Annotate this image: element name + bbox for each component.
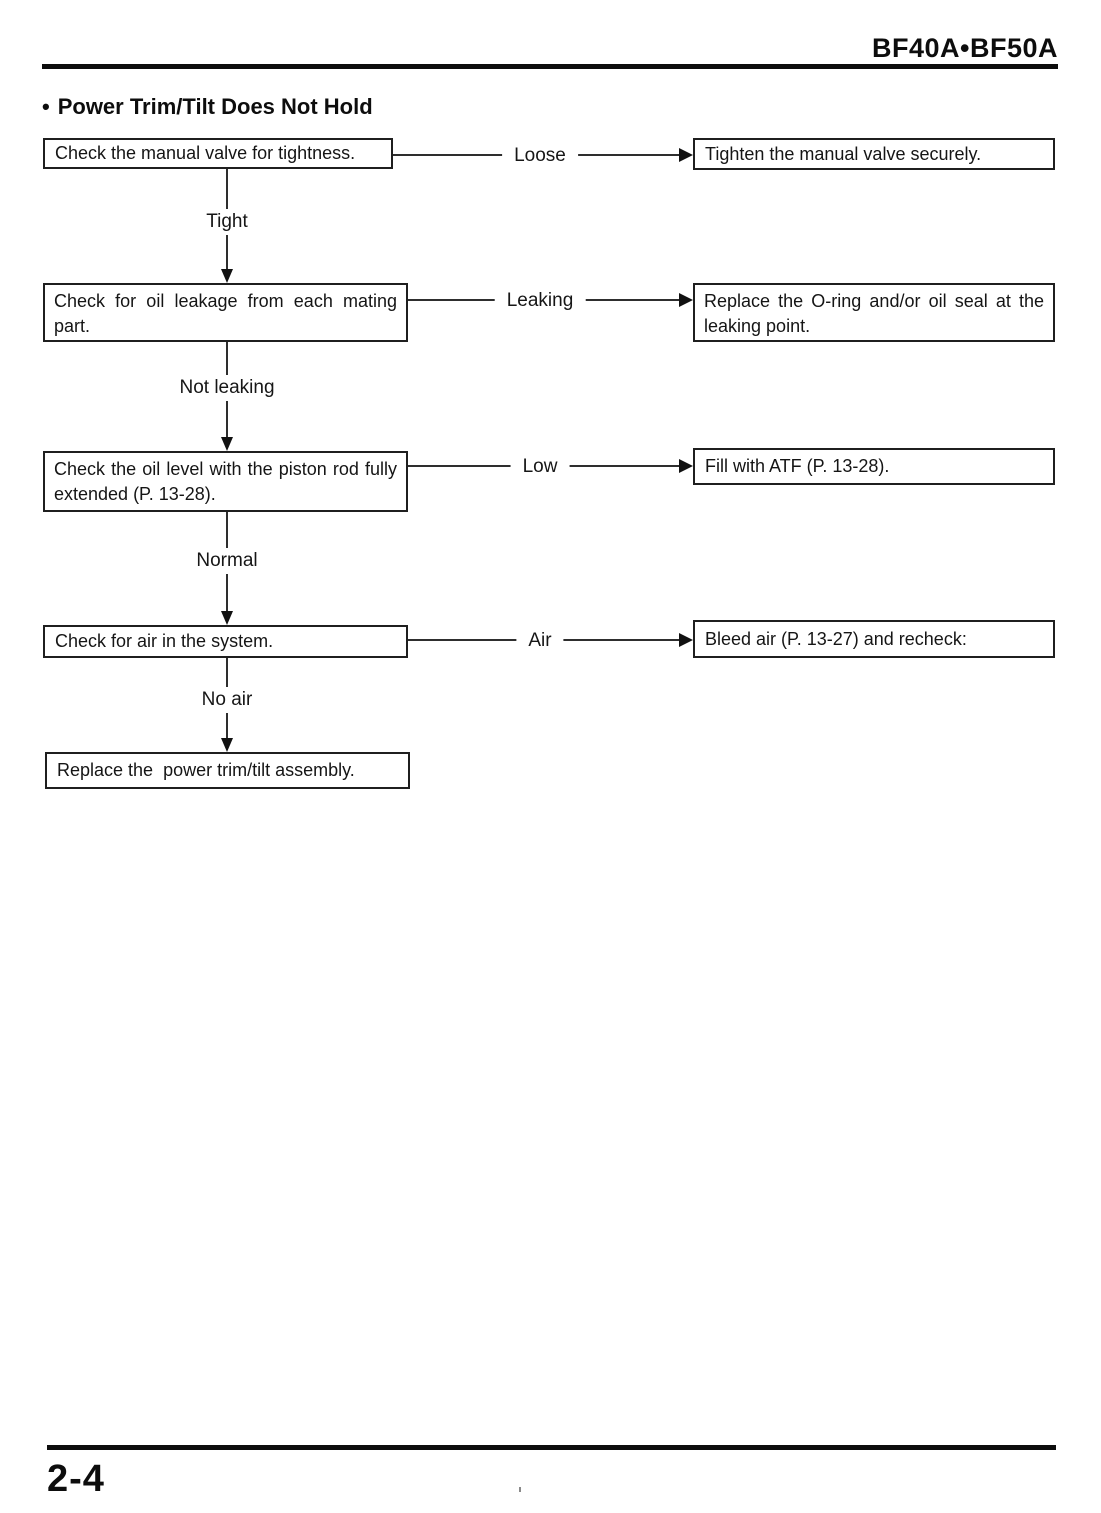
bullet-icon: • xyxy=(42,94,50,119)
pass-label-3: Normal xyxy=(186,548,268,574)
page-header-model: BF40A•BF50A xyxy=(872,33,1058,63)
arrow-right-icon-row1 xyxy=(679,148,693,162)
section-title: • Power Trim/Tilt Does Not Hold xyxy=(42,94,373,120)
pass-label-1: Tight xyxy=(196,209,258,235)
action-box-3: Fill with ATF (P. 13-28). xyxy=(693,448,1055,485)
action-box-2: Replace the O-ring and/or oil seal at th… xyxy=(693,283,1055,342)
condition-label-3: Low xyxy=(510,454,570,480)
arrow-down-icon-2 xyxy=(221,437,233,451)
condition-label-4: Air xyxy=(516,628,564,654)
arrow-down-icon-3 xyxy=(221,611,233,625)
action-box-1: Tighten the manual valve securely. xyxy=(693,138,1055,170)
arrow-down-icon-1 xyxy=(221,269,233,283)
check-box-4: Check for air in the system. xyxy=(43,625,408,658)
arrow-right-icon-row3 xyxy=(679,459,693,473)
arrow-right-icon-row4 xyxy=(679,633,693,647)
check-box-2: Check for oil leakage from each mating p… xyxy=(43,283,408,342)
scan-speck xyxy=(519,1487,521,1492)
arrow-down-icon-4 xyxy=(221,738,233,752)
pass-label-2: Not leaking xyxy=(169,375,285,401)
footer-rule xyxy=(47,1445,1056,1450)
page-number: 2-4 xyxy=(47,1458,105,1500)
action-box-4: Bleed air (P. 13-27) and recheck: xyxy=(693,620,1055,658)
pass-label-4: No air xyxy=(191,687,263,713)
section-title-text: Power Trim/Tilt Does Not Hold xyxy=(57,94,373,119)
condition-label-1: Loose xyxy=(502,143,578,169)
check-box-3: Check the oil level with the piston rod … xyxy=(43,451,408,512)
final-action-box: Replace the power trim/tilt assembly. xyxy=(45,752,410,789)
header-rule xyxy=(42,64,1058,69)
check-box-1: Check the manual valve for tightness. xyxy=(43,138,393,169)
arrow-right-icon-row2 xyxy=(679,293,693,307)
condition-label-2: Leaking xyxy=(494,288,586,314)
